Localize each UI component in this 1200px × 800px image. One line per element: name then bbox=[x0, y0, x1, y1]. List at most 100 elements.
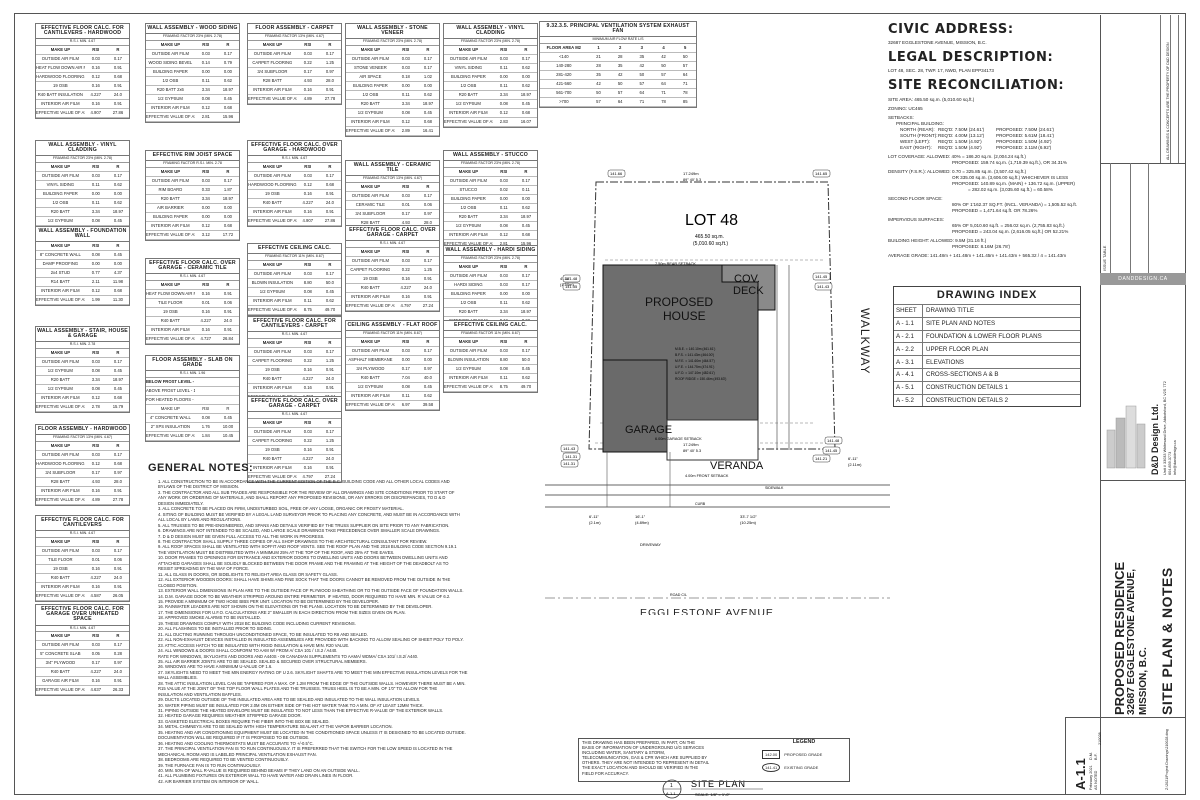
table-cell: 0.16 bbox=[201, 291, 210, 296]
assembly-table-title: CEILING ASSEMBLY - FLAT ROOF bbox=[346, 321, 439, 332]
general-notes-list: 1. ALL CONSTRUCTION TO BE IN ACCORDANCE … bbox=[158, 479, 568, 784]
table-cell: INTERIOR AIR FILM bbox=[449, 232, 488, 237]
rear-bearing: 89° 40' 5.3 bbox=[683, 178, 701, 182]
table-cell: 0.91 bbox=[113, 679, 122, 684]
civic-address-value: 32687 EGGLESTONE AVENUE, MISSION, B.C. bbox=[888, 40, 987, 45]
table-cell: 0.11 bbox=[499, 300, 508, 305]
table-cell: 64 bbox=[639, 90, 645, 95]
table-cell: 0.12 bbox=[91, 74, 100, 79]
density-line-3: PROPOSED: 140.89 sq.m. (MAIN) + 136.72 s… bbox=[952, 181, 1075, 186]
table-cell: 4.227 bbox=[90, 575, 102, 580]
table-cell: RSI bbox=[304, 340, 312, 345]
table-cell: 57 bbox=[639, 81, 645, 86]
general-note-line: 32. HEATED GARAGE REQUIRES WEATHER STRIP… bbox=[158, 713, 302, 719]
copyright-text: ALL DRAWINGS & CONCEPTS ARE THE PROPERTY… bbox=[1166, 42, 1170, 160]
site-plan-title: SITE PLAN bbox=[691, 779, 746, 789]
general-note-line: 20. ALL FLASHINGS TO BE INSTALLED PRIOR … bbox=[158, 626, 273, 632]
table-cell: INTERIOR AIR FILM bbox=[41, 488, 80, 493]
table-cell: EFFECTIVE VALUE OF ASSEMBLY bbox=[146, 433, 195, 438]
front-bearing: 89° 40' 5.3 bbox=[683, 449, 701, 453]
assembly-table-title: EFFECTIVE CEILING CALC. bbox=[444, 321, 537, 332]
table-cell: R28 BATT bbox=[262, 78, 282, 83]
table-cell: 2.81 bbox=[499, 241, 508, 246]
table-cell: RSI bbox=[92, 350, 100, 355]
drawing-index-cell: A - 2.1 bbox=[894, 330, 923, 343]
table-cell: 4.89 bbox=[91, 497, 100, 502]
table-cell: MAKE UP bbox=[50, 443, 71, 448]
table-cell: VINYL SIDING bbox=[454, 65, 483, 70]
table-cell: 4.93 bbox=[303, 78, 312, 83]
assembly-table-title: EFFECTIVE FLOOR CALC. FOR CANTILEVERS - … bbox=[248, 317, 341, 333]
height-ufe: U.F.E. = 144.75m (474.91') bbox=[675, 365, 714, 369]
table-cell: 0.68 bbox=[113, 289, 122, 294]
table-cell: 3.34 bbox=[499, 309, 508, 314]
table-row: FOR HEATED FLOORS - 2.32 bbox=[146, 396, 239, 405]
table-cell: R bbox=[116, 539, 120, 544]
general-note-line: 36. HEATING AND COOLING THERMOSTATS MUST… bbox=[158, 740, 314, 746]
table-cell: 50 bbox=[661, 63, 666, 68]
table-cell: OUTSIDE AIR FILM bbox=[151, 51, 189, 56]
general-note-line: 6. DRAWINGS ARE NOT INTENDED TO BE SCALE… bbox=[158, 528, 441, 534]
table-cell: RSI bbox=[202, 406, 210, 411]
assembly-table-title: EFFECTIVE RIM JOIST SPACE bbox=[146, 151, 239, 162]
assembly-table-title: WALL ASSEMBLY - WOOD SIDING bbox=[146, 24, 239, 35]
table-cell: 64 bbox=[682, 72, 688, 77]
table-cell: 5" CONCRETE SLAB bbox=[40, 652, 81, 657]
second-floor-3: PROPOSED = 1,471.64 sq.ft. OR 78.26% bbox=[952, 208, 1038, 213]
general-note-line: 23. ATTIC ACCESS HATCH TO BE INSULATED W… bbox=[158, 642, 350, 648]
table-cell: 0.08 bbox=[91, 218, 100, 223]
table-cell: 4 bbox=[662, 45, 665, 50]
table-cell: 0.22 bbox=[303, 60, 312, 65]
table-cell: 0.17 bbox=[521, 348, 530, 353]
table-cell: 0.91 bbox=[325, 447, 334, 452]
table-cell: 8.75 bbox=[499, 384, 508, 389]
garage-label: GARAGE bbox=[625, 424, 672, 436]
assembly-table-title: EFFECTIVE FLOOR CALC. OVER GARAGE - HARD… bbox=[248, 141, 341, 157]
table-cell: 0.03 bbox=[401, 348, 410, 353]
lot-area-sqft-label: (5,010.60 sq.ft.) bbox=[693, 241, 728, 247]
project-number: 210028 bbox=[1098, 732, 1102, 745]
table-cell: OUTSIDE AIR FILM bbox=[41, 643, 79, 648]
table-cell: 1/2 GYPSUM bbox=[157, 96, 183, 101]
elevation-marker: 141.65 bbox=[812, 169, 831, 178]
table-cell: 1/2 OSB bbox=[52, 200, 69, 205]
table-cell: 50 bbox=[617, 81, 623, 86]
table-cell: BELOW FROST LEVEL - NONE bbox=[146, 379, 195, 384]
table-cell: 0.00 bbox=[423, 83, 432, 88]
table-cell: HARDWOOD FLOORING bbox=[248, 182, 297, 187]
site-plan-title-block: 1 A-1.1 SITE PLAN SCALE: 1/8" = 1'-0" bbox=[662, 779, 763, 799]
table-cell: R28 BATT bbox=[50, 479, 70, 484]
table-cell: 0.08 bbox=[201, 415, 210, 420]
table-cell: 4.797 bbox=[400, 303, 412, 308]
average-grade: AVERAGE GRADE: 141.48m + 141.48m + 141.4… bbox=[888, 253, 1067, 258]
table-cell: 2.83 bbox=[499, 119, 508, 124]
general-note-line: CLOSED POSITION. bbox=[158, 582, 198, 588]
table-cell: 27.24 bbox=[324, 474, 336, 479]
general-note-line: 11. ALL GLASS IN DOORS, OR SIDELIGHTS TO… bbox=[158, 571, 338, 577]
table-cell: 1/2 GYPSUM bbox=[455, 366, 481, 371]
table-cell: 0.16 bbox=[91, 679, 100, 684]
setbacks-title: SETBACKS: bbox=[888, 115, 914, 120]
table-cell: 19 OSB bbox=[163, 309, 178, 314]
table-cell: 0.11 bbox=[201, 78, 210, 83]
general-note-line: 24. ALL WINDOWS & DOORS SHALL CONFORM TO… bbox=[158, 648, 338, 654]
table-cell: 28 bbox=[617, 54, 623, 59]
general-note-line: 34. METAL CHIMNEYS ARE TO BE SEALED WITH… bbox=[158, 724, 393, 730]
general-note-line: 28. THE ATTIC INSULATION LEVEL CAN BE TA… bbox=[158, 680, 466, 686]
